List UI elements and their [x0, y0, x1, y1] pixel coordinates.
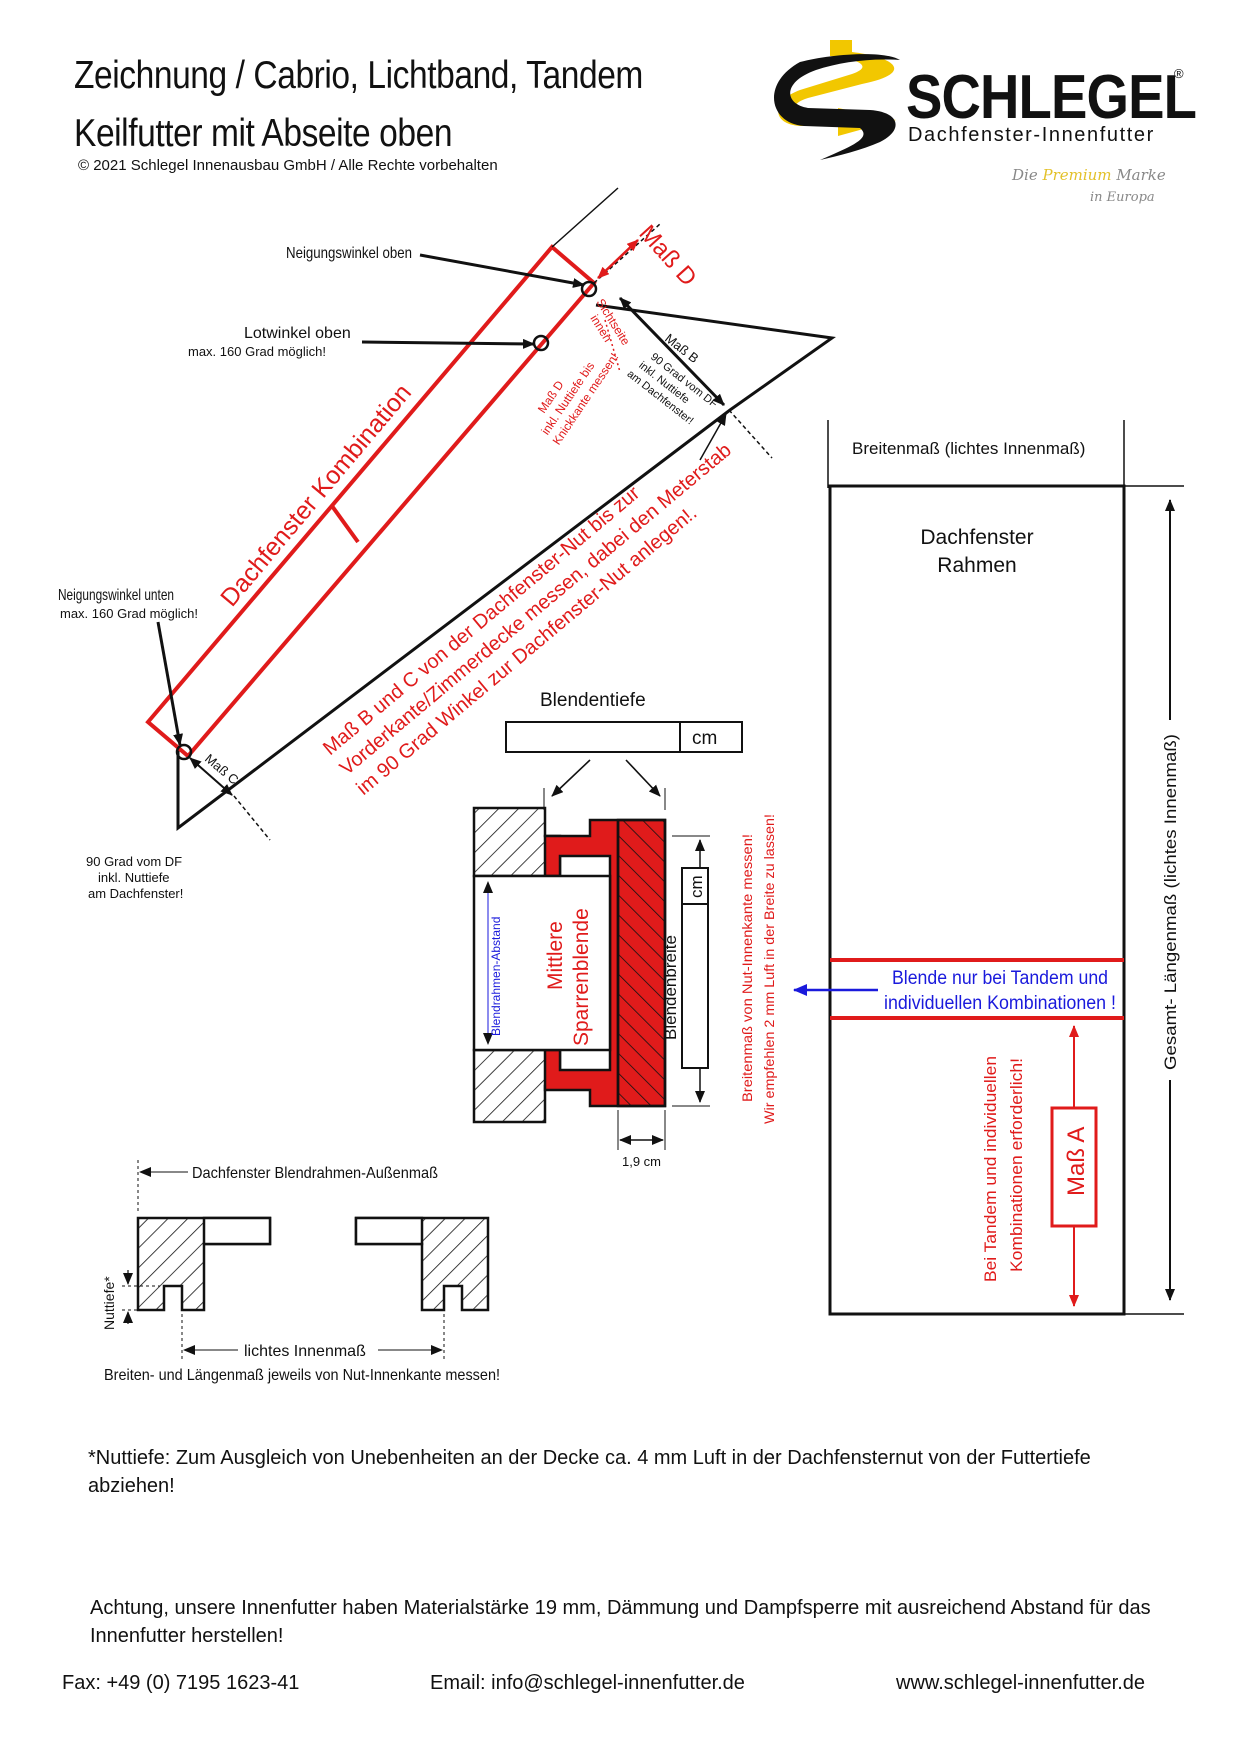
- label-blendrahmen-abstand: Blendrahmen-Abstand: [489, 917, 503, 1036]
- mass-a-box: [1050, 1106, 1098, 1228]
- tagline: Die Premium Marke: [1012, 166, 1166, 184]
- kombination-divider: [330, 504, 360, 544]
- copyright: © 2021 Schlegel Innenausbau GmbH / Alle …: [78, 157, 498, 174]
- blendentiefe-cm-unit: cm: [692, 728, 717, 749]
- brand-subtitle: Dachfenster-Innenfutter: [908, 124, 1155, 146]
- instruction-line-3: im 90 Grad Winkel zur Dachfenster-Nut an…: [352, 502, 701, 800]
- label-lichtes-innenmass: lichtes Innenmaß: [244, 1343, 366, 1360]
- label-1-9-cm: 1,9 cm: [622, 1154, 661, 1169]
- blendrahmen-opening: [472, 874, 612, 1052]
- label-blende-1: Blende nur bei Tandem und: [892, 968, 1108, 989]
- label-neigungswinkel-oben: Neigungswinkel oben: [286, 245, 412, 262]
- brand-logo-mark: [774, 40, 900, 160]
- footer-fax: Fax: +49 (0) 7195 1623-41: [62, 1672, 300, 1694]
- label-lotwinkel-max: max. 160 Grad möglich!: [188, 344, 326, 359]
- sparrenblende-board: [616, 818, 667, 1108]
- logo-black-swoosh: [774, 54, 900, 160]
- dachfenster-kombination-rect: [145, 244, 597, 759]
- tagline-marke: Marke: [1116, 166, 1166, 184]
- logo-yellow-swoosh: [778, 40, 896, 136]
- title-line-1: Zeichnung / Cabrio, Lichtband, Tandem: [74, 54, 643, 97]
- note-nuttiefe: *Nuttiefe: Zum Ausgleich von Unebenheite…: [88, 1447, 1091, 1497]
- label-blendenbreite: Blendenbreite: [661, 935, 680, 1040]
- label-dachfenster-kombination: Dachfenster Kombination: [215, 379, 417, 612]
- brand-name: SCHLEGEL: [906, 63, 1197, 132]
- circle-bottom: [175, 743, 193, 761]
- label-rahmen-1: Dachfenster: [920, 526, 1033, 549]
- c-note-3: am Dachfenster!: [88, 886, 183, 901]
- blendentiefe-input-box: [505, 721, 743, 753]
- c-note-1: 90 Grad vom DF: [86, 854, 182, 869]
- blendenbreite-input-box: [681, 867, 709, 1069]
- label-mittlere: Mittlere: [544, 921, 567, 990]
- label-messen: Breiten- und Längenmaß jeweils von Nut-I…: [104, 1367, 500, 1384]
- label-gesamt-laengenmass: Gesamt- Längenmaß (lichtes Innenmaß): [1161, 734, 1180, 1070]
- tagline-premium: Premium: [1042, 166, 1112, 184]
- label-blendentiefe: Blendentiefe: [540, 690, 646, 711]
- label-tandem-2: Kombinationen erforderlich!: [1007, 1058, 1026, 1272]
- circle-top: [580, 280, 598, 298]
- label-rahmen-2: Rahmen: [937, 554, 1016, 577]
- mass-b-note: 90 Grad vom DF inkl. Nuttiefe am Dachfen…: [625, 351, 720, 427]
- label-breitenmass: Breitenmaß (lichtes Innenmaß): [852, 439, 1085, 458]
- tagline-die: Die: [1012, 166, 1038, 184]
- note-breitenmass: Breitenmaß von Nut-Innenkante messen!: [739, 834, 755, 1102]
- c-note-2: inkl. Nuttiefe: [98, 870, 170, 885]
- note-empfehlung: Wir empfehlen 2 mm Luft in der Breite zu…: [761, 814, 777, 1124]
- label-neigungswinkel-unten-max: max. 160 Grad möglich!: [60, 606, 198, 621]
- label-aussenmass: Dachfenster Blendrahmen-Außenmaß: [192, 1165, 438, 1182]
- wedge-diagram: [145, 187, 836, 841]
- label-blende-2: individuellen Kombinationen !: [884, 993, 1116, 1014]
- label-lotwinkel-oben: Lotwinkel oben: [244, 325, 351, 342]
- label-tandem-1: Bei Tandem und individuellen: [981, 1056, 1000, 1282]
- instruction-line-1: Maß B und C von der Dachfenster-Nut bis …: [319, 482, 644, 760]
- label-nuttiefe: Nuttiefe*: [101, 1276, 117, 1330]
- title-line-2: Keilfutter mit Abseite oben: [74, 112, 453, 155]
- footer-email[interactable]: Email: info@schlegel-innenfutter.de: [430, 1672, 745, 1694]
- blendenbreite-cm-unit: cm: [687, 875, 706, 898]
- note-achtung: Achtung, unsere Innenfutter haben Materi…: [90, 1597, 1151, 1647]
- footer-web[interactable]: www.schlegel-innenfutter.de: [896, 1672, 1146, 1694]
- label-neigungswinkel-unten: Neigungswinkel unten: [58, 587, 174, 604]
- label-sparrenblende: Sparrenblende: [570, 908, 593, 1046]
- registered-mark: ®: [1174, 66, 1184, 81]
- tagline-europa: in Europa: [1090, 190, 1155, 205]
- label-mass-c: Maß C: [202, 751, 242, 788]
- label-mass-a: Maß A: [1063, 1127, 1090, 1196]
